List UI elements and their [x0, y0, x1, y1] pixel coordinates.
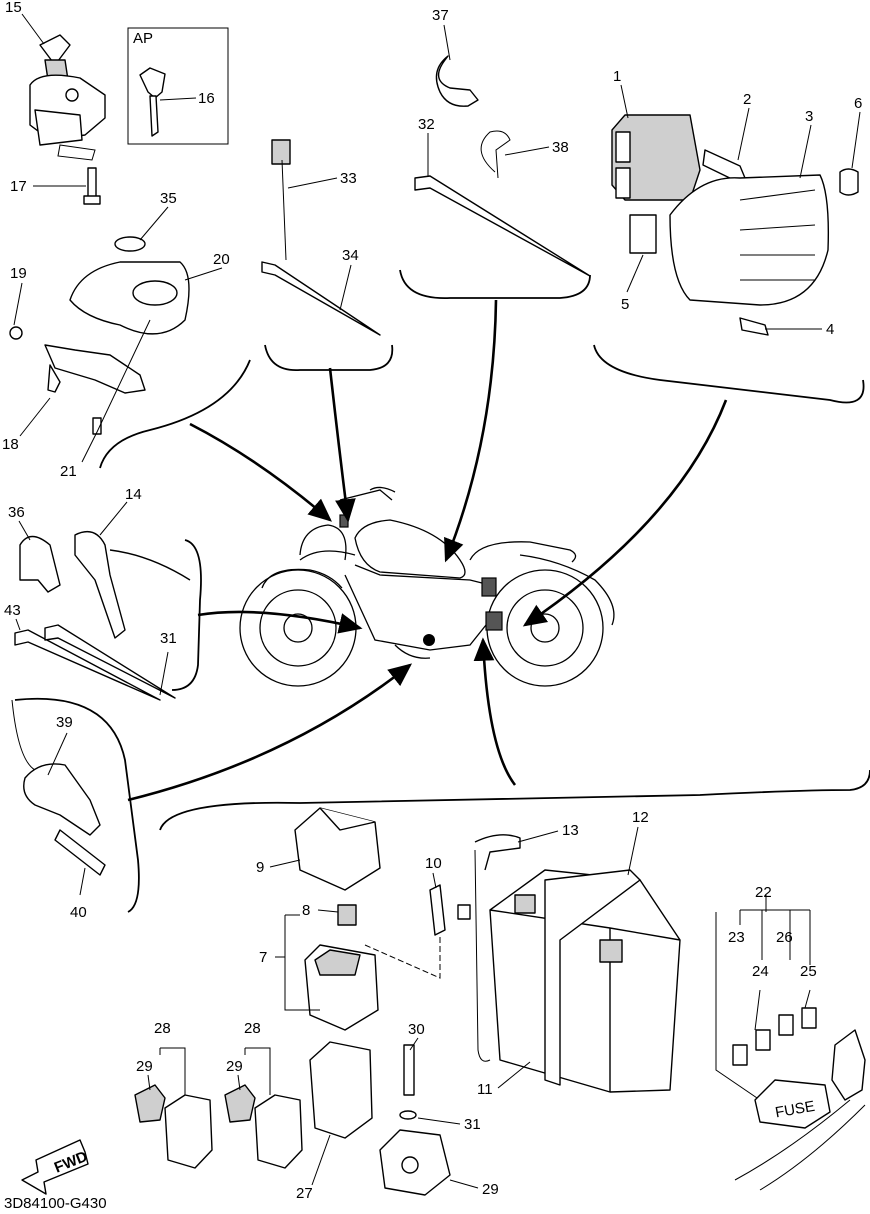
relay-group-left	[134, 1047, 213, 1169]
callout-39: 37	[432, 7, 449, 24]
callout-38: 35	[160, 190, 177, 207]
cable-ties-top	[261, 139, 381, 336]
ap-label: AP	[133, 30, 153, 47]
callout-numbers: 15 16 17 35 20 19 18 21 33 34 37 32 38 1…	[2, 0, 862, 1202]
callout-7: 7	[259, 949, 267, 966]
diagram-code: 3D84100-G430	[4, 1195, 107, 1212]
leader-lines	[13, 13, 861, 1189]
callout-37: 36	[8, 504, 25, 521]
callout-40: 38	[552, 139, 569, 156]
callout-12: 12	[632, 809, 649, 826]
sidestand-switch-group	[379, 1044, 451, 1196]
callout-16: 16	[198, 90, 215, 107]
callout-34: 32	[418, 116, 435, 133]
callout-5: 5	[621, 296, 629, 313]
callout-36: 34	[342, 247, 359, 264]
callout-6: 6	[854, 95, 862, 112]
callout-30: 29	[482, 1181, 499, 1198]
callout-29a: 29	[136, 1058, 153, 1075]
callout-31: 30	[408, 1021, 425, 1038]
flasher-27	[309, 1041, 373, 1139]
callout-23: 23	[728, 929, 745, 946]
callout-1: 1	[613, 68, 621, 85]
starter-relay-group	[284, 807, 446, 1031]
callout-29b: 29	[226, 1058, 243, 1075]
screw-17	[83, 167, 101, 205]
callout-8: 8	[302, 902, 310, 919]
callout-32: 31	[464, 1116, 481, 1133]
callout-9: 9	[256, 859, 264, 876]
callout-22: 22	[755, 884, 772, 901]
callout-42: 40	[70, 904, 87, 921]
callout-20: 20	[213, 251, 230, 268]
callout-28a: 28	[154, 1020, 171, 1037]
callout-33: 31	[160, 630, 177, 647]
callout-14: 14	[125, 486, 142, 503]
callout-28b: 28	[244, 1020, 261, 1037]
clamps-top-right	[414, 55, 591, 277]
callout-43: 43	[4, 602, 21, 619]
meter-assembly	[9, 236, 190, 435]
callout-41: 39	[56, 714, 73, 731]
callout-25: 25	[800, 963, 817, 980]
left-mid-parts	[14, 531, 191, 701]
callout-21: 21	[60, 463, 77, 480]
callout-17: 17	[10, 178, 27, 195]
relay-group-right	[224, 1047, 303, 1169]
callout-19: 19	[10, 265, 27, 282]
ap-key-box	[127, 27, 229, 145]
fuse-label: FUSE	[774, 1098, 816, 1122]
callout-13: 13	[562, 822, 579, 839]
motorcycle-outline	[239, 486, 615, 687]
callout-35: 33	[340, 170, 357, 187]
rectifier-assembly	[611, 114, 859, 336]
fuse-box-group	[715, 909, 866, 1191]
routing-arrows	[127, 299, 728, 802]
callout-27: 27	[296, 1185, 313, 1202]
callout-3: 3	[805, 108, 813, 125]
callout-24: 24	[752, 963, 769, 980]
main-switch	[29, 34, 106, 161]
callout-11: 11	[477, 1081, 493, 1098]
battery-group	[457, 834, 681, 1093]
callout-26: 26	[776, 929, 793, 946]
group-boundaries	[14, 269, 870, 913]
fwd-arrow: FWD	[21, 1139, 90, 1195]
callout-2: 2	[743, 91, 751, 108]
callout-15: 15	[5, 0, 22, 16]
callout-18: 18	[2, 436, 19, 453]
callout-10: 10	[425, 855, 442, 872]
callout-4: 4	[826, 321, 834, 338]
sensor-41	[11, 699, 106, 876]
